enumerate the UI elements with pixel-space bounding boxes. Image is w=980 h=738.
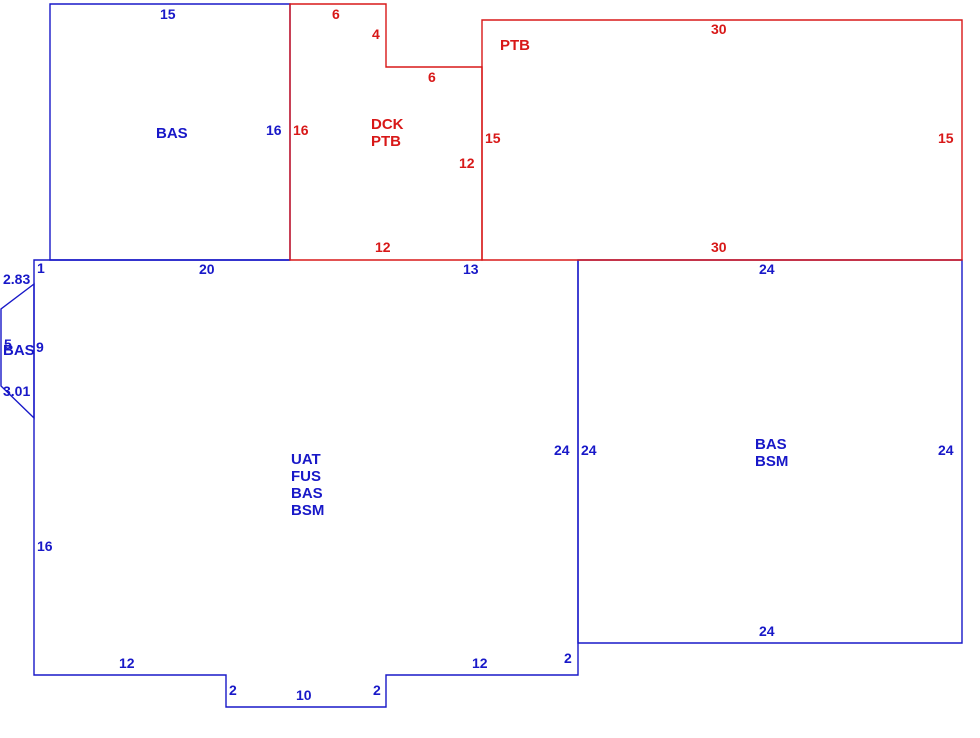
dim-notch-left: 2 <box>229 682 237 698</box>
dim-deck-left: 16 <box>293 122 309 138</box>
dim-right-right: 24 <box>938 442 954 458</box>
dim-main-top-left: 20 <box>199 261 215 277</box>
dim-main-top-corner: 1 <box>37 260 45 276</box>
dim-main-bottom-right: 12 <box>472 655 488 671</box>
area-label-patio: PTB <box>500 37 530 54</box>
area-label-bay: BAS <box>3 342 35 359</box>
area-label-main-1: UAT <box>291 451 321 468</box>
dim-deck-right: 12 <box>459 155 475 171</box>
dim-bay-mid-b: 9 <box>36 339 44 355</box>
area-label-main-2: FUS <box>291 468 321 485</box>
area-label-main-3: BAS <box>291 485 323 502</box>
dim-deck-step-h: 6 <box>428 69 436 85</box>
dim-main-left: 16 <box>37 538 53 554</box>
area-label-main-4: BSM <box>291 502 324 519</box>
bay-window-outline <box>0 282 35 420</box>
dim-ul-top: 15 <box>160 6 176 22</box>
dim-patio-left: 15 <box>485 130 501 146</box>
dim-patio-right: 15 <box>938 130 954 146</box>
dim-bay-mid-a: 5 <box>4 336 12 352</box>
dim-patio-top: 30 <box>711 21 727 37</box>
dim-bay-top: 2.83 <box>3 271 30 287</box>
area-label-deck-1: DCK <box>371 116 404 133</box>
dim-right-top: 24 <box>759 261 775 277</box>
dim-main-bottom-left: 12 <box>119 655 135 671</box>
dim-notch-right: 2 <box>373 682 381 698</box>
area-label-right-1: BAS <box>755 436 787 453</box>
dim-right-bottom: 24 <box>759 623 775 639</box>
dim-deck-top: 6 <box>332 6 340 22</box>
dim-notch-bottom: 10 <box>296 687 312 703</box>
dim-main-right: 24 <box>554 442 570 458</box>
dim-main-top-mid: 13 <box>463 261 479 277</box>
patio-outline <box>481 19 963 261</box>
dim-deck-step-v: 4 <box>372 26 380 42</box>
area-label-deck-2: PTB <box>371 133 401 150</box>
dim-deck-bottom: 12 <box>375 239 391 255</box>
dim-bay-bottom: 3.01 <box>3 383 30 399</box>
dim-right-left: 24 <box>581 442 597 458</box>
dim-main-step: 2 <box>564 650 572 666</box>
area-label-right-2: BSM <box>755 453 788 470</box>
dim-patio-bottom: 30 <box>711 239 727 255</box>
dim-ul-right: 16 <box>266 122 282 138</box>
area-label-upper-left: BAS <box>156 125 188 142</box>
